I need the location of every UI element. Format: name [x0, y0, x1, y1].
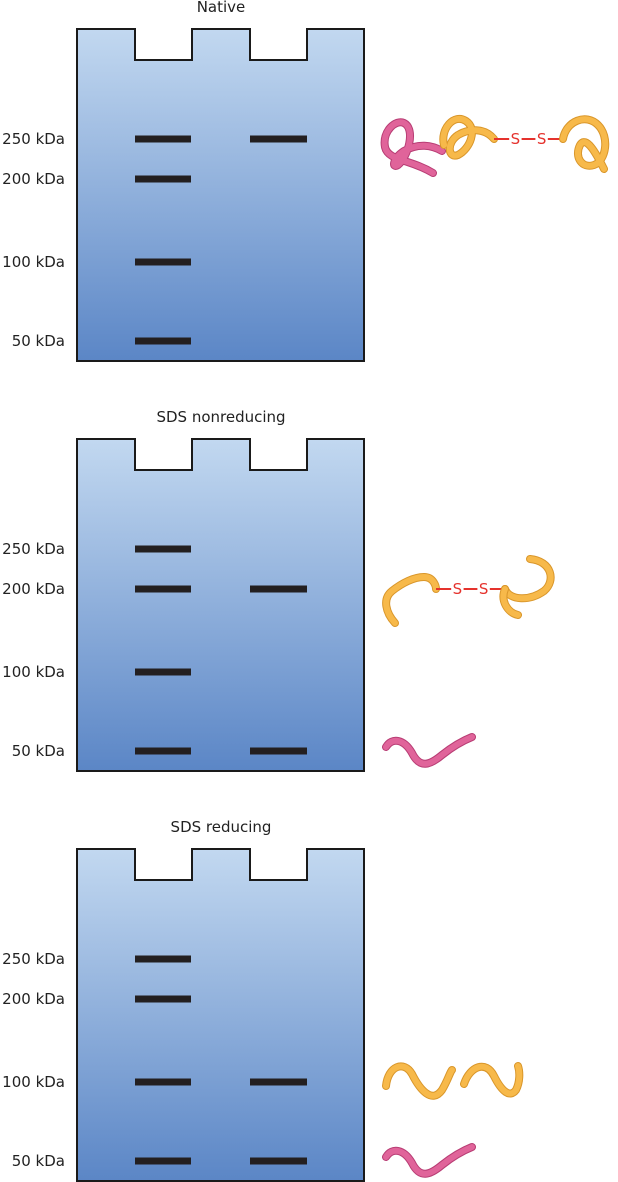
- pink-chain-icon: [382, 1143, 476, 1178]
- yellow-chain-tail-body: [500, 586, 521, 618]
- yellow-chain-1: [382, 1062, 456, 1100]
- ladder-band: [135, 135, 191, 143]
- ladder-band: [135, 668, 191, 676]
- ladder-band: [135, 258, 191, 266]
- marker-label: 100 kDa: [2, 1073, 65, 1091]
- marker-label: 250 kDa: [2, 130, 65, 148]
- gel-panel-sds-nonreducing: SDS nonreducing 250 kDa 200 kDa 100 kDa 50 k…: [2, 408, 555, 772]
- ladder-band: [135, 1157, 191, 1165]
- sample-band: [250, 135, 307, 143]
- marker-label: 50 kDa: [12, 332, 65, 350]
- yellow-chain-left-body: [383, 574, 439, 626]
- pink-coil-chain-body: [381, 119, 445, 176]
- ladder-band: [135, 747, 191, 755]
- pink-chain-icon-body: [383, 734, 475, 767]
- marker-label: 200 kDa: [2, 580, 65, 598]
- ladder-band: [135, 1078, 191, 1086]
- yellow-chain-right-body: [502, 556, 554, 602]
- marker-label: 200 kDa: [2, 170, 65, 188]
- sample-band: [250, 1078, 307, 1086]
- ladder-band: [135, 545, 191, 553]
- pink-chain-icon: [382, 733, 476, 768]
- yellow-coil-chain: [559, 115, 610, 173]
- marker-label: 50 kDa: [12, 742, 65, 760]
- gel-title: SDS reducing: [171, 818, 272, 836]
- yellow-coil-chain-body: [560, 116, 609, 172]
- gel-panel-sds-reducing: SDS reducing 250 kDa 200 kDa 100 kDa 50 kDa: [2, 818, 524, 1182]
- sample-band: [250, 585, 307, 593]
- gel-slab: [76, 28, 365, 362]
- yellow-chain-tail: [499, 585, 522, 619]
- two-yellow-chains-icon: [382, 1062, 524, 1100]
- gel-title: SDS nonreducing: [156, 408, 285, 426]
- yellow-coil-chain-body: [440, 116, 497, 159]
- marker-label: 100 kDa: [2, 253, 65, 271]
- sample-band: [250, 747, 307, 755]
- yellow-chain-2: [460, 1062, 524, 1098]
- marker-label: 100 kDa: [2, 663, 65, 681]
- sulfur-atom-label: S: [479, 580, 489, 598]
- marker-label: 50 kDa: [12, 1152, 65, 1170]
- sulfur-atom-label: S: [537, 130, 547, 148]
- ladder-band: [135, 995, 191, 1003]
- yellow-chain-right: [501, 555, 555, 603]
- gel-title: Native: [197, 0, 246, 16]
- marker-label: 250 kDa: [2, 950, 65, 968]
- yellow-chain-2-body: [461, 1063, 523, 1097]
- ladder-band: [135, 955, 191, 963]
- pink-coil-chain: [380, 118, 446, 177]
- pink-chain-icon: [382, 1143, 476, 1178]
- gel-slab: [76, 438, 365, 772]
- sulfur-atom-label: S: [511, 130, 521, 148]
- ladder-band: [135, 585, 191, 593]
- pink-chain-icon: [382, 733, 476, 768]
- ladder-band: [135, 337, 191, 345]
- marker-label: 250 kDa: [2, 540, 65, 558]
- ladder-band: [135, 175, 191, 183]
- marker-label: 200 kDa: [2, 990, 65, 1008]
- yellow-coil-chain: [439, 115, 498, 160]
- sulfur-atom-label: S: [453, 580, 463, 598]
- pink-chain-icon-body: [383, 1144, 475, 1177]
- yellow-chain-left: [382, 573, 440, 627]
- yellow-chain-1-body: [383, 1063, 455, 1099]
- gel-slab: [76, 848, 365, 1182]
- sample-band: [250, 1157, 307, 1165]
- yellow-chain-left-outline: [382, 573, 440, 627]
